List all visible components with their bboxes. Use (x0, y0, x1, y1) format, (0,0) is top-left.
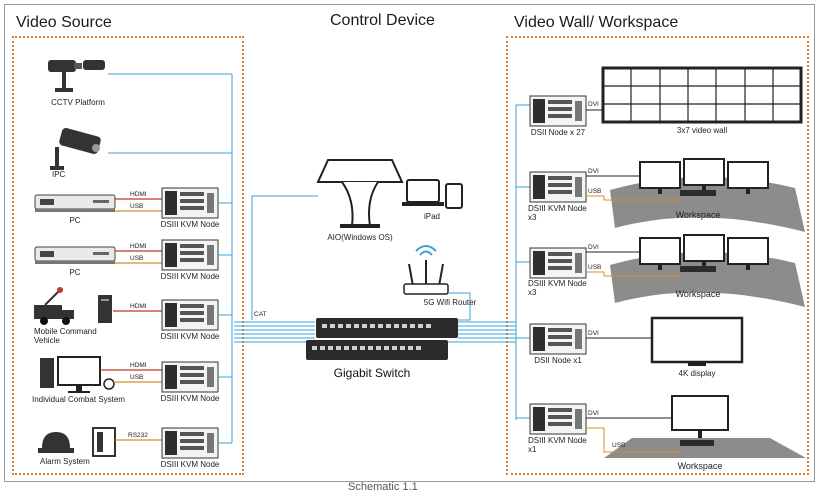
video-source-zone (12, 36, 244, 475)
workspace-label-3: Workspace (677, 461, 723, 471)
port-hdmi-1: HDMI (130, 191, 147, 198)
laptop-icon (402, 179, 444, 206)
kvm-x3-label-1: DSIII KVM Node x3 (528, 204, 587, 222)
port-cat: CAT (254, 311, 267, 318)
port-usb-ws1: USB (588, 188, 602, 195)
video-wall-3x7-icon (601, 66, 803, 124)
combat-label: Individual Combat System (32, 395, 125, 404)
wifi-router-icon (403, 245, 449, 295)
ws3-cables (586, 417, 680, 453)
kvm-node-ws2 (529, 247, 587, 279)
outer-frame (4, 4, 815, 482)
port-dvi-3: DVI (588, 244, 599, 251)
server-tower-icon (98, 295, 112, 323)
port-rs232: RS232 (128, 432, 148, 439)
aio-touch-table-icon (316, 159, 404, 228)
keyboard-icon-1 (680, 190, 716, 196)
triple-monitor-icon-1 (639, 158, 769, 195)
pc1-label: PC (69, 216, 81, 225)
ipc-camera-icon (50, 128, 101, 170)
pc2-label: PC (69, 268, 81, 277)
port-dvi-2: DVI (588, 168, 599, 175)
kvm-node-combat (161, 361, 219, 393)
port-usb-4: USB (130, 374, 144, 381)
node1-label: DSII Node x1 (534, 356, 582, 365)
ws2-cables (586, 251, 680, 277)
port-usb-2: USB (130, 255, 144, 262)
pc-box-icon-2 (34, 246, 116, 265)
kvm-node-label-2: DSIII KVM Node (160, 272, 220, 281)
source-port-cables (100, 198, 162, 441)
kvm-node-pc2 (161, 239, 219, 271)
video-wall-title: Video Wall/ Workspace (514, 14, 679, 31)
kvm-x1-label: DSIII KVM Node x1 (528, 436, 587, 454)
dsii-node-4k (529, 323, 587, 355)
schematic-caption: Schematic 1.1 (348, 481, 418, 492)
workspace-label-1: Workspace (675, 210, 721, 220)
port-dvi-1: DVI (588, 101, 599, 108)
kvm-node-label-1: DSIII KVM Node (160, 220, 220, 229)
kvm-node-pc1 (161, 187, 219, 219)
kvm-node-label-3: DSIII KVM Node (160, 332, 220, 341)
kvm-node-alarm (161, 427, 219, 459)
triple-monitor-icon-2 (639, 234, 769, 271)
ipc-label: IPC (52, 170, 66, 179)
kvm-node-label-4: DSIII KVM Node (160, 394, 220, 403)
kvm-node-label-5: DSIII KVM Node (160, 460, 220, 469)
port-hdmi-4: HDMI (130, 362, 147, 369)
alarm-label: Alarm System (40, 457, 90, 466)
cctv-label: CCTV Platform (51, 98, 105, 107)
keyboard-icon-2 (680, 266, 716, 272)
ws1-cables (586, 175, 680, 201)
videowall-label: 3x7 video wall (676, 126, 728, 135)
control-device-title: Control Device (330, 12, 435, 29)
kvm-node-ws3 (529, 403, 587, 435)
cctv-camera-icon (48, 60, 105, 92)
port-usb-ws3: USB (612, 442, 626, 449)
alarm-light-icon (38, 427, 116, 457)
node27-label: DSII Node x 27 (530, 128, 586, 137)
single-monitor-icon (671, 395, 729, 446)
kvm-node-mobile (161, 299, 219, 331)
mobile-label: Mobile Command Vehicle (34, 327, 97, 345)
cat-cables-center (251, 104, 530, 420)
ipad-label: iPad (423, 212, 441, 221)
workspace-label-2: Workspace (675, 289, 721, 299)
aio-label: AIO(Windows OS) (327, 233, 393, 242)
port-usb-1: USB (130, 203, 144, 210)
tv-display-icon (650, 316, 744, 366)
gigabit-switch-icon (306, 318, 458, 360)
router-label: 5G Wifi Router (423, 298, 477, 307)
pc-box-icon-1 (34, 194, 116, 213)
video-source-title: Video Source (16, 14, 112, 31)
port-hdmi-2: HDMI (130, 243, 147, 250)
kvm-node-ws1 (529, 171, 587, 203)
desktop-computer-icon (40, 356, 115, 393)
dsii-node-wall (529, 95, 587, 127)
port-dvi-4: DVI (588, 330, 599, 337)
port-usb-ws2: USB (588, 264, 602, 271)
video-wall-zone (506, 36, 809, 475)
port-dvi-5: DVI (588, 410, 599, 417)
cat-trunk-left (108, 73, 315, 444)
display4k-label: 4K display (678, 369, 716, 378)
switch-label: Gigabit Switch (333, 366, 411, 380)
tablet-icon (445, 183, 463, 209)
kvm-x3-label-2: DSIII KVM Node x3 (528, 279, 587, 297)
vehicle-icon (34, 287, 74, 325)
workspace-floor-3 (604, 438, 806, 458)
port-hdmi-3: HDMI (130, 303, 147, 310)
